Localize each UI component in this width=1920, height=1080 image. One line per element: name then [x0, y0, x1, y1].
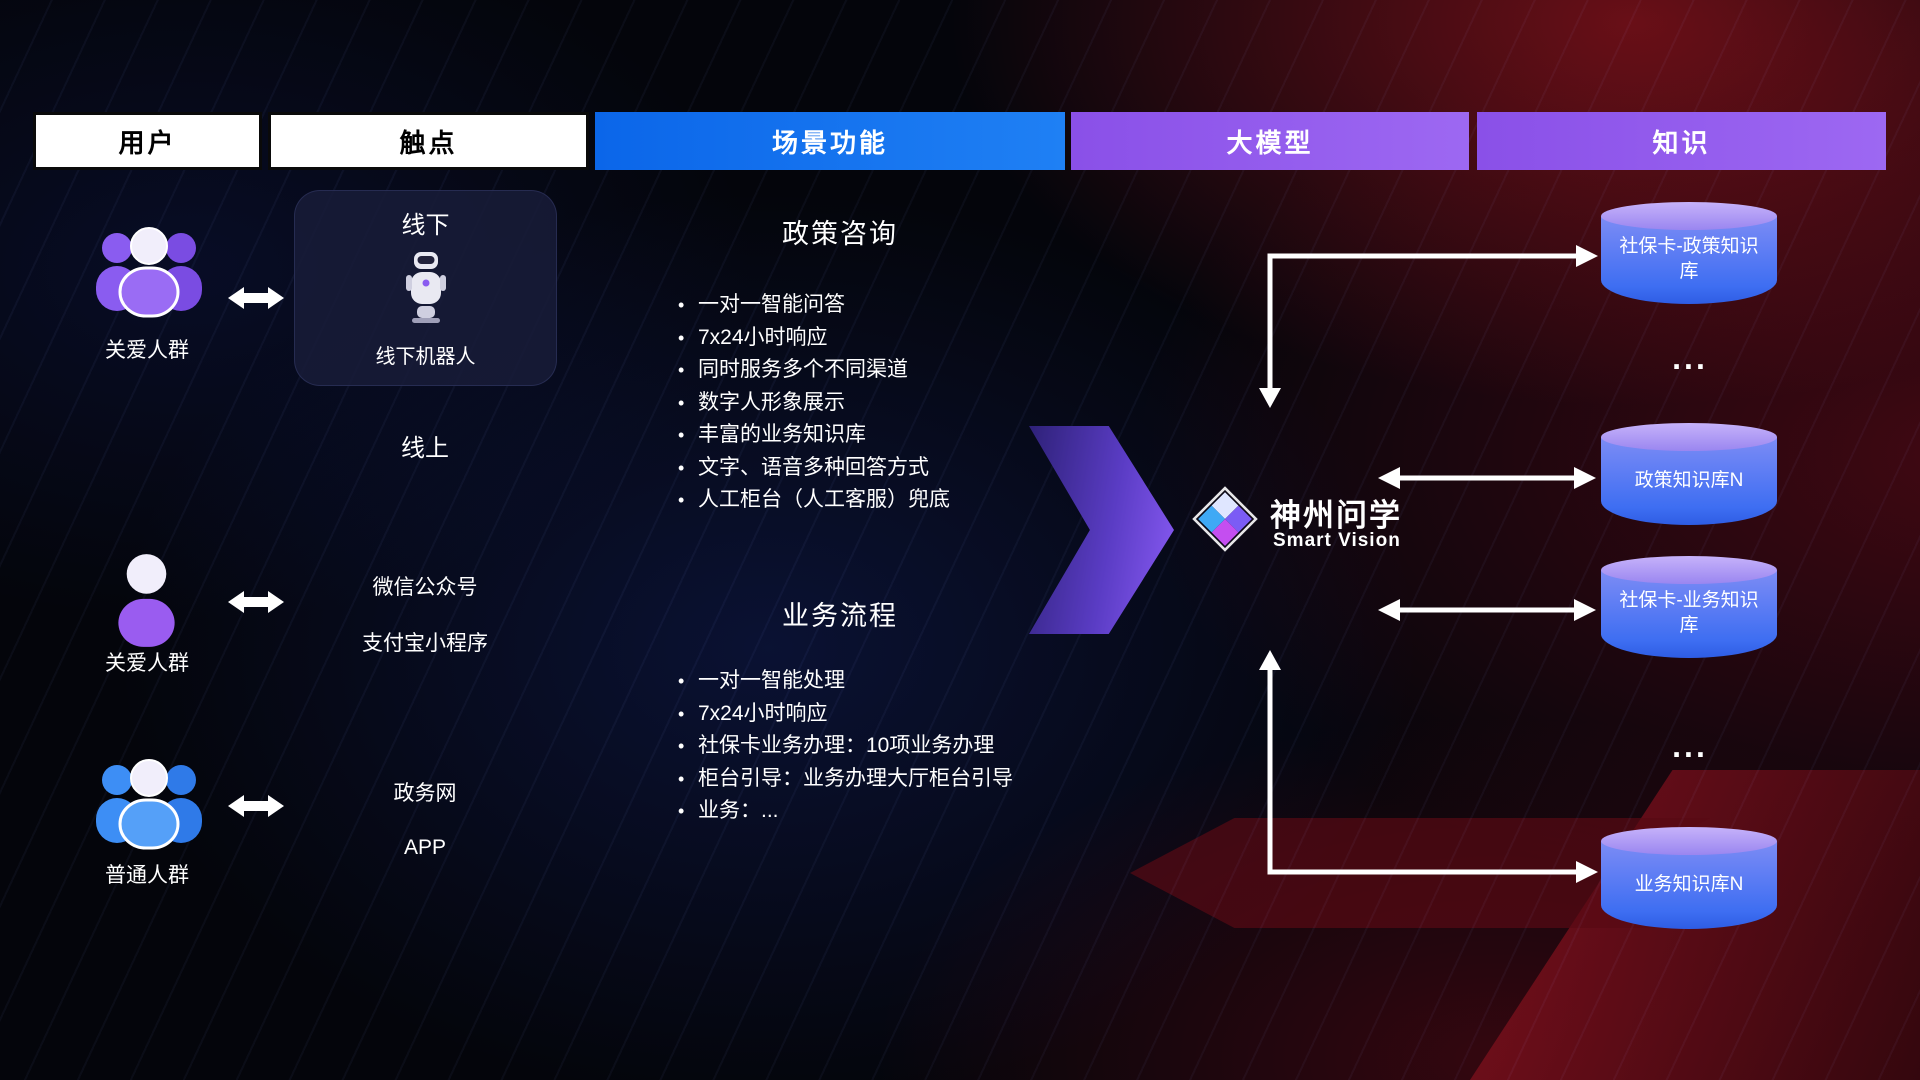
- column-header-model-label: 大模型: [1226, 127, 1314, 158]
- robot-icon: [404, 250, 448, 331]
- policy-feature-item: 人工柜台（人工客服）兜底: [676, 484, 1096, 517]
- business-feature-list: 一对一智能处理 7x24小时响应 社保卡业务办理：10项业务办理 柜台引导：业务…: [676, 665, 1096, 828]
- knowledge-db-label: 社保卡-政策知识库: [1619, 236, 1759, 282]
- knowledge-ellipsis: ...: [1672, 728, 1708, 764]
- channel-gov-web: 政务网: [393, 782, 457, 805]
- offline-touchpoint-card: 线下 线下机器人: [294, 190, 557, 386]
- column-header-touchpoints-label: 触点: [399, 127, 458, 158]
- policy-feature-item: 文字、语音多种回答方式: [676, 452, 1096, 485]
- policy-feature-item: 数字人形象展示: [676, 387, 1096, 420]
- model-name: 神州问学: [1270, 498, 1402, 533]
- single-person-purple-icon: [110, 551, 183, 655]
- policy-feature-item: 同时服务多个不同渠道: [676, 354, 1096, 387]
- online-label: 线上: [401, 435, 449, 462]
- business-feature-item: 业务：...: [676, 795, 1096, 828]
- group-people-blue-icon: [84, 750, 214, 865]
- knowledge-db-label: 社保卡-业务知识库: [1619, 590, 1759, 636]
- knowledge-db-policy-ssc: 社保卡-政策知识库: [1601, 202, 1777, 304]
- policy-feature-item: 丰富的业务知识库: [676, 419, 1096, 452]
- business-feature-item: 柜台引导：业务办理大厅柜台引导: [676, 763, 1096, 796]
- channel-wechat: 微信公众号: [372, 576, 478, 599]
- column-header-scenarios: 场景功能: [595, 112, 1065, 170]
- scenario-title-business: 业务流程: [782, 601, 898, 631]
- policy-feature-item: 7x24小时响应: [676, 322, 1096, 355]
- knowledge-db-label: 业务知识库N: [1634, 873, 1744, 895]
- user-group-2-label: 关爱人群: [105, 652, 189, 675]
- smart-vision-logo-icon: [1192, 486, 1258, 557]
- business-feature-item: 7x24小时响应: [676, 698, 1096, 731]
- column-header-scenarios-label: 场景功能: [771, 127, 888, 158]
- flow-arrow-to-model: [1029, 426, 1174, 634]
- knowledge-db-label: 政策知识库N: [1634, 469, 1744, 491]
- group-people-purple-icon: [84, 218, 214, 333]
- column-header-users: 用户: [33, 112, 262, 170]
- user-group-1-label: 关爱人群: [105, 339, 189, 362]
- scenario-title-policy: 政策咨询: [782, 219, 898, 249]
- model-subtitle: Smart Vision: [1273, 530, 1401, 551]
- column-header-users-label: 用户: [118, 127, 177, 158]
- offline-robot-label: 线下机器人: [375, 346, 476, 368]
- bidirectional-arrow-icon: [228, 285, 284, 316]
- bidirectional-arrow-icon: [228, 589, 284, 620]
- offline-title: 线下: [401, 212, 450, 239]
- column-header-knowledge-label: 知识: [1652, 127, 1711, 158]
- channel-app: APP: [403, 836, 447, 859]
- column-header-touchpoints: 触点: [268, 112, 589, 170]
- channel-alipay: 支付宝小程序: [362, 632, 488, 655]
- column-header-knowledge: 知识: [1477, 112, 1886, 170]
- policy-feature-item: 一对一智能问答: [676, 289, 1096, 322]
- bidirectional-arrow-icon: [228, 793, 284, 824]
- knowledge-ellipsis: ...: [1672, 340, 1708, 376]
- user-group-3-label: 普通人群: [105, 864, 189, 887]
- knowledge-db-policy-n: 政策知识库N: [1601, 423, 1777, 525]
- column-header-model: 大模型: [1071, 112, 1469, 170]
- knowledge-db-business-ssc: 社保卡-业务知识库: [1601, 556, 1777, 658]
- policy-feature-list: 一对一智能问答 7x24小时响应 同时服务多个不同渠道 数字人形象展示 丰富的业…: [676, 289, 1096, 517]
- knowledge-db-business-n: 业务知识库N: [1601, 827, 1777, 929]
- business-feature-item: 社保卡业务办理：10项业务办理: [676, 730, 1096, 763]
- business-feature-item: 一对一智能处理: [676, 665, 1096, 698]
